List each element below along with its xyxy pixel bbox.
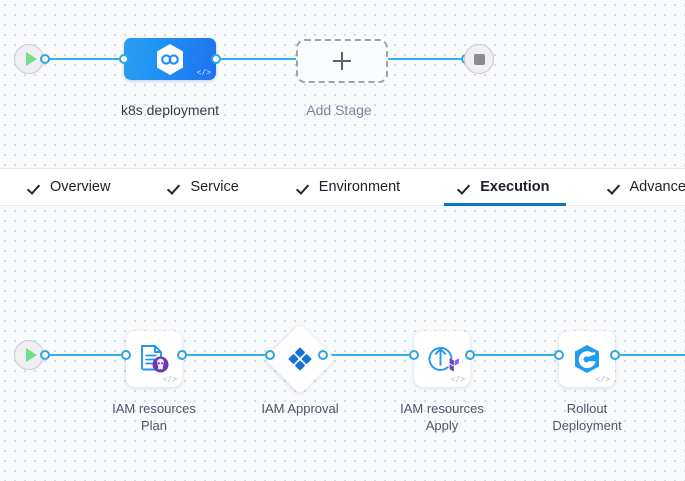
step-plan-output-port[interactable] — [177, 350, 187, 360]
tab-execution-label: Execution — [480, 179, 550, 195]
tab-overview-label: Overview — [50, 179, 111, 195]
step-plan-input-port[interactable] — [121, 350, 131, 360]
stage-node-k8s-deployment[interactable]: </> — [124, 38, 216, 80]
step-rollout-output-port[interactable] — [610, 350, 620, 360]
terraform-plan-document-icon — [141, 345, 169, 373]
stage-config-tabbar: Overview Service Environment Execution A… — [0, 168, 685, 206]
edge-start-to-plan — [40, 354, 130, 356]
check-icon — [170, 181, 183, 194]
check-icon — [30, 181, 43, 194]
add-stage-button[interactable] — [296, 39, 388, 83]
approval-output-port[interactable] — [318, 350, 328, 360]
step-rollout-input-port[interactable] — [554, 350, 564, 360]
step-code-badge: </> — [595, 376, 610, 385]
stage-end-node[interactable] — [464, 44, 494, 74]
tab-advanced[interactable]: Advanced — [594, 169, 685, 205]
play-icon — [25, 52, 37, 66]
execution-canvas[interactable]: </> IAM resources Plan IAM Approval — [0, 206, 685, 481]
tab-service-label: Service — [190, 179, 239, 195]
step-apply-output-port[interactable] — [465, 350, 475, 360]
tab-service[interactable]: Service — [154, 169, 254, 205]
edge-stage-to-addstage — [216, 58, 296, 60]
stage-start-node[interactable] — [14, 44, 44, 74]
approval-node-icon-wrap — [275, 334, 325, 384]
approval-input-port[interactable] — [265, 350, 275, 360]
edge-apply-to-rollout — [470, 354, 562, 356]
stage-start-port[interactable] — [40, 54, 50, 64]
edge-start-to-stage — [40, 58, 124, 60]
plus-icon — [333, 52, 351, 70]
tab-overview[interactable]: Overview — [14, 169, 126, 205]
terraform-apply-rollback-icon — [428, 347, 459, 372]
stage-input-port[interactable] — [119, 54, 129, 64]
edge-rollout-to-next — [616, 354, 685, 356]
check-icon — [460, 181, 473, 194]
stop-icon — [473, 53, 485, 65]
check-icon — [299, 181, 312, 194]
tab-advanced-label: Advanced — [629, 179, 685, 195]
execution-start-node[interactable] — [14, 340, 44, 370]
step-code-badge: </> — [162, 376, 177, 385]
step-plan-label: IAM resources Plan — [112, 401, 196, 433]
tab-execution[interactable]: Execution — [444, 169, 566, 206]
edge-addstage-to-end — [383, 58, 464, 60]
edge-approval-to-apply — [324, 354, 418, 356]
edge-plan-to-approval — [183, 354, 275, 356]
execution-start-port[interactable] — [40, 350, 50, 360]
step-node-rollout-deployment[interactable]: </> — [559, 331, 615, 387]
step-node-iam-resources-apply[interactable]: </> — [414, 331, 470, 387]
step-apply-input-port[interactable] — [409, 350, 419, 360]
step-apply-label: IAM resources Apply — [400, 401, 484, 433]
check-icon — [610, 181, 623, 194]
add-stage-label: Add Stage — [306, 102, 372, 118]
play-icon — [25, 348, 37, 362]
harness-approval-icon — [288, 347, 312, 371]
kubernetes-rollout-icon — [575, 345, 599, 373]
tab-environment-label: Environment — [318, 179, 401, 195]
tab-environment[interactable]: Environment — [283, 169, 416, 205]
approval-label: IAM Approval — [261, 401, 339, 416]
stage-code-badge: </> — [196, 69, 211, 78]
stage-label: k8s deployment — [120, 102, 220, 118]
stage-output-port[interactable] — [211, 54, 221, 64]
step-code-badge: </> — [450, 376, 465, 385]
kubernetes-hexagon-icon — [157, 43, 183, 75]
step-node-iam-resources-plan[interactable]: </> — [126, 331, 182, 387]
step-rollout-label: Rollout Deployment — [552, 401, 622, 433]
stage-canvas[interactable]: </> k8s deployment Add Stage — [0, 0, 685, 168]
